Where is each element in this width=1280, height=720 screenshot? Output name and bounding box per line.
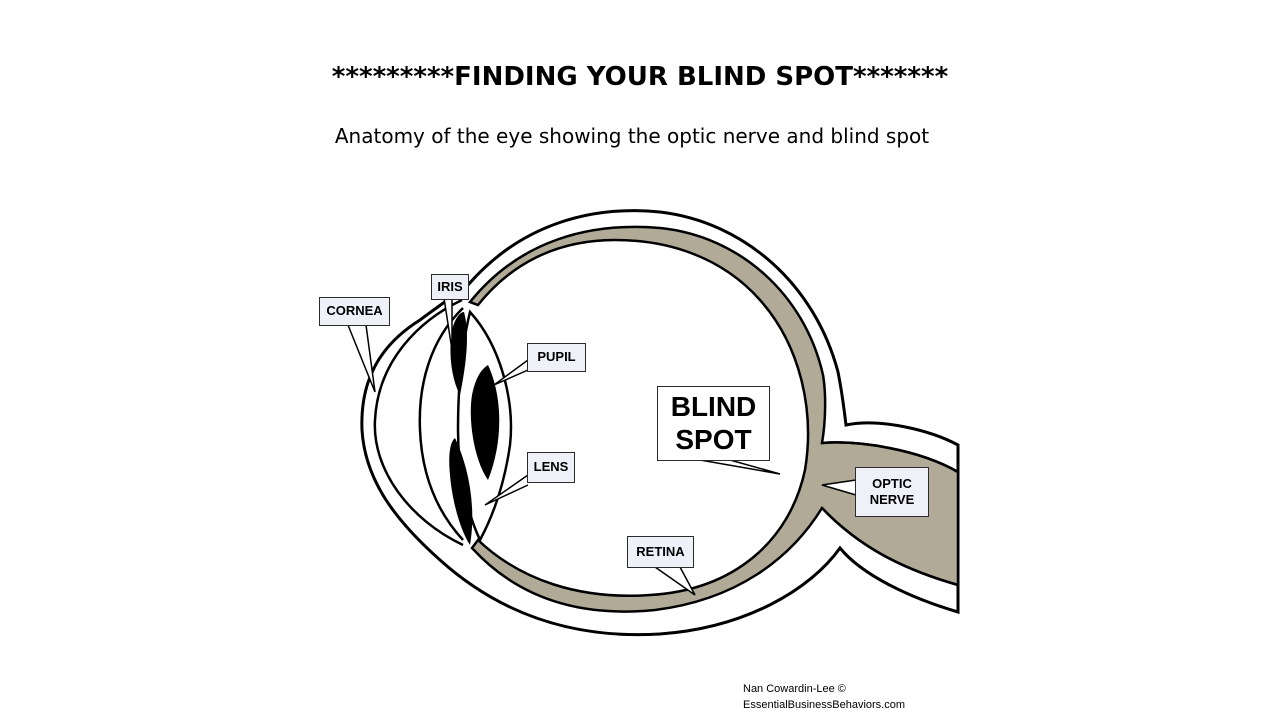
pupil-label: PUPIL	[527, 343, 586, 372]
cornea-curve	[373, 298, 464, 547]
nerve-outline	[821, 441, 959, 587]
cornea-label: CORNEA	[319, 297, 390, 326]
iris-upper	[450, 312, 467, 395]
pupil-shape	[470, 365, 500, 480]
blind-spot-label: BLIND SPOT	[657, 386, 770, 461]
iris-pointer	[443, 297, 453, 351]
credit-site: EssentialBusinessBehaviors.com	[743, 698, 906, 711]
optic-nerve-pointer	[821, 479, 857, 496]
lens-pointer	[484, 474, 529, 506]
blind-spot-pointer	[699, 459, 781, 475]
retina-band	[467, 225, 960, 613]
retina-pointer	[654, 566, 696, 596]
cornea-pointer	[347, 324, 376, 393]
iris-lower	[449, 438, 473, 545]
anterior-chamber	[418, 307, 464, 541]
lens-label: LENS	[527, 452, 575, 483]
slide-subtitle: Anatomy of the eye showing the optic ner…	[334, 124, 930, 148]
optic-nerve-label: OPTIC NERVE	[855, 467, 929, 517]
iris-label: IRIS	[431, 274, 469, 300]
retina-label: RETINA	[627, 536, 694, 568]
credit: Nan Cowardin-Lee © EssentialBusinessBeha…	[743, 682, 905, 714]
slide-title: *********FINDING YOUR BLIND SPOT*******	[331, 62, 949, 92]
credit-author: Nan Cowardin-Lee ©	[743, 683, 846, 695]
pupil-pointer	[493, 359, 529, 386]
